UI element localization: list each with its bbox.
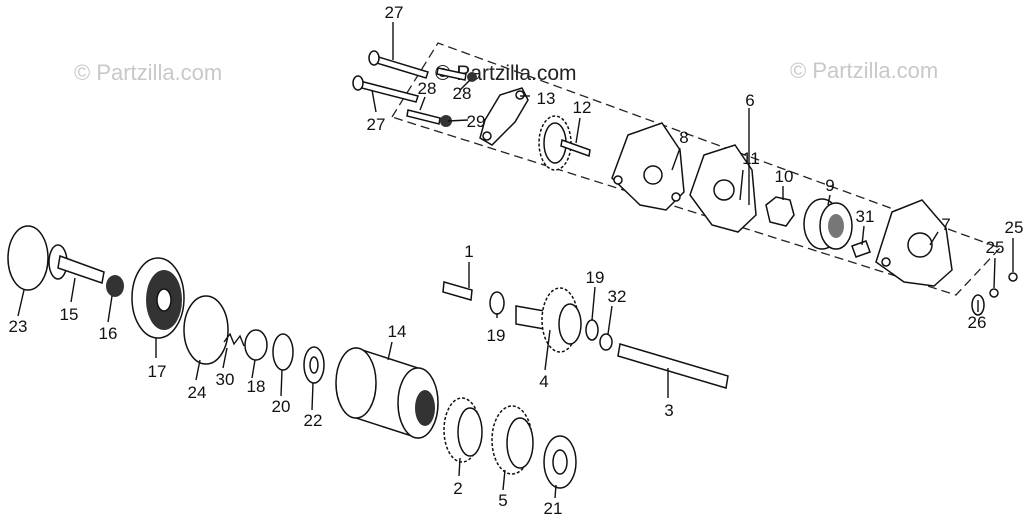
callout-20: 20 <box>272 397 291 416</box>
part-15-shaft <box>48 244 105 284</box>
part-3-shaft <box>617 343 729 389</box>
callout-25a: 25 <box>1005 218 1024 237</box>
callout-9: 9 <box>825 176 834 195</box>
callout-28b: 28 <box>453 84 472 103</box>
callout-32: 32 <box>608 287 627 306</box>
callout-labels: 1 2 3 4 5 6 7 8 9 10 11 12 13 14 15 16 1… <box>9 3 1024 518</box>
part-2-gear <box>443 397 483 463</box>
part-12-gear <box>538 115 591 171</box>
callout-25b: 25 <box>986 238 1005 257</box>
callout-29: 29 <box>467 112 486 131</box>
part-24-o-ring <box>183 295 229 365</box>
callout-26: 26 <box>968 313 987 332</box>
part-18-nut <box>244 329 268 361</box>
part-20-lockwasher <box>272 333 294 371</box>
part-14-drum <box>335 346 439 440</box>
part-28-bolt <box>436 67 477 82</box>
callout-11: 11 <box>742 149 760 168</box>
part-27-bolt-upper <box>368 50 429 79</box>
part-25-washer-b <box>989 288 999 298</box>
callout-18: 18 <box>247 377 266 396</box>
part-32-washer <box>599 333 613 351</box>
part-5-gear <box>491 405 534 475</box>
callout-27a: 27 <box>385 3 404 22</box>
leader-lines <box>17 22 1014 499</box>
callout-30: 30 <box>216 370 235 389</box>
part-19-washer-a <box>489 291 505 315</box>
part-10-inner-rotor <box>765 196 795 227</box>
callout-13: 13 <box>537 89 556 108</box>
part-30-spring <box>223 332 245 347</box>
watermark-right: © Partzilla.com <box>790 58 938 83</box>
part-19-washer-b <box>585 319 599 341</box>
callout-1: 1 <box>464 242 473 261</box>
part-16-nut <box>106 275 124 297</box>
part-1-pin <box>442 281 473 301</box>
part-8-pump-body <box>611 122 685 211</box>
callout-4: 4 <box>539 372 548 391</box>
callout-22: 22 <box>304 411 323 430</box>
callout-5: 5 <box>498 491 507 510</box>
callout-3: 3 <box>664 401 673 420</box>
callout-28a: 28 <box>418 79 437 98</box>
callout-19b: 19 <box>586 268 605 287</box>
part-31-pin <box>851 240 871 258</box>
callout-15: 15 <box>60 305 79 324</box>
part-25-washer-a <box>1008 272 1018 282</box>
part-29-bolt <box>406 109 452 127</box>
part-13-plate <box>479 87 529 146</box>
callout-7: 7 <box>941 215 950 234</box>
callout-24: 24 <box>188 383 207 402</box>
callout-31: 31 <box>856 207 875 226</box>
callout-21: 21 <box>544 499 563 518</box>
callout-2: 2 <box>453 479 462 498</box>
callout-19a: 19 <box>487 326 506 345</box>
callout-12: 12 <box>573 98 592 117</box>
callout-16: 16 <box>99 324 118 343</box>
part-4-gear-shaft <box>515 287 582 353</box>
callout-27b: 27 <box>367 115 386 134</box>
assembly-frame <box>391 42 1002 296</box>
part-17-disc <box>131 257 185 339</box>
watermark-left: © Partzilla.com <box>74 60 222 85</box>
part-23-circlip <box>7 225 49 291</box>
callout-8: 8 <box>679 128 688 147</box>
callout-10: 10 <box>775 167 794 186</box>
callout-23: 23 <box>9 317 28 336</box>
part-9-outer-rotor <box>803 198 853 250</box>
callout-14: 14 <box>388 322 407 341</box>
part-27-bolt-lower <box>352 75 419 103</box>
callout-17: 17 <box>148 362 167 381</box>
callout-6: 6 <box>745 91 754 110</box>
